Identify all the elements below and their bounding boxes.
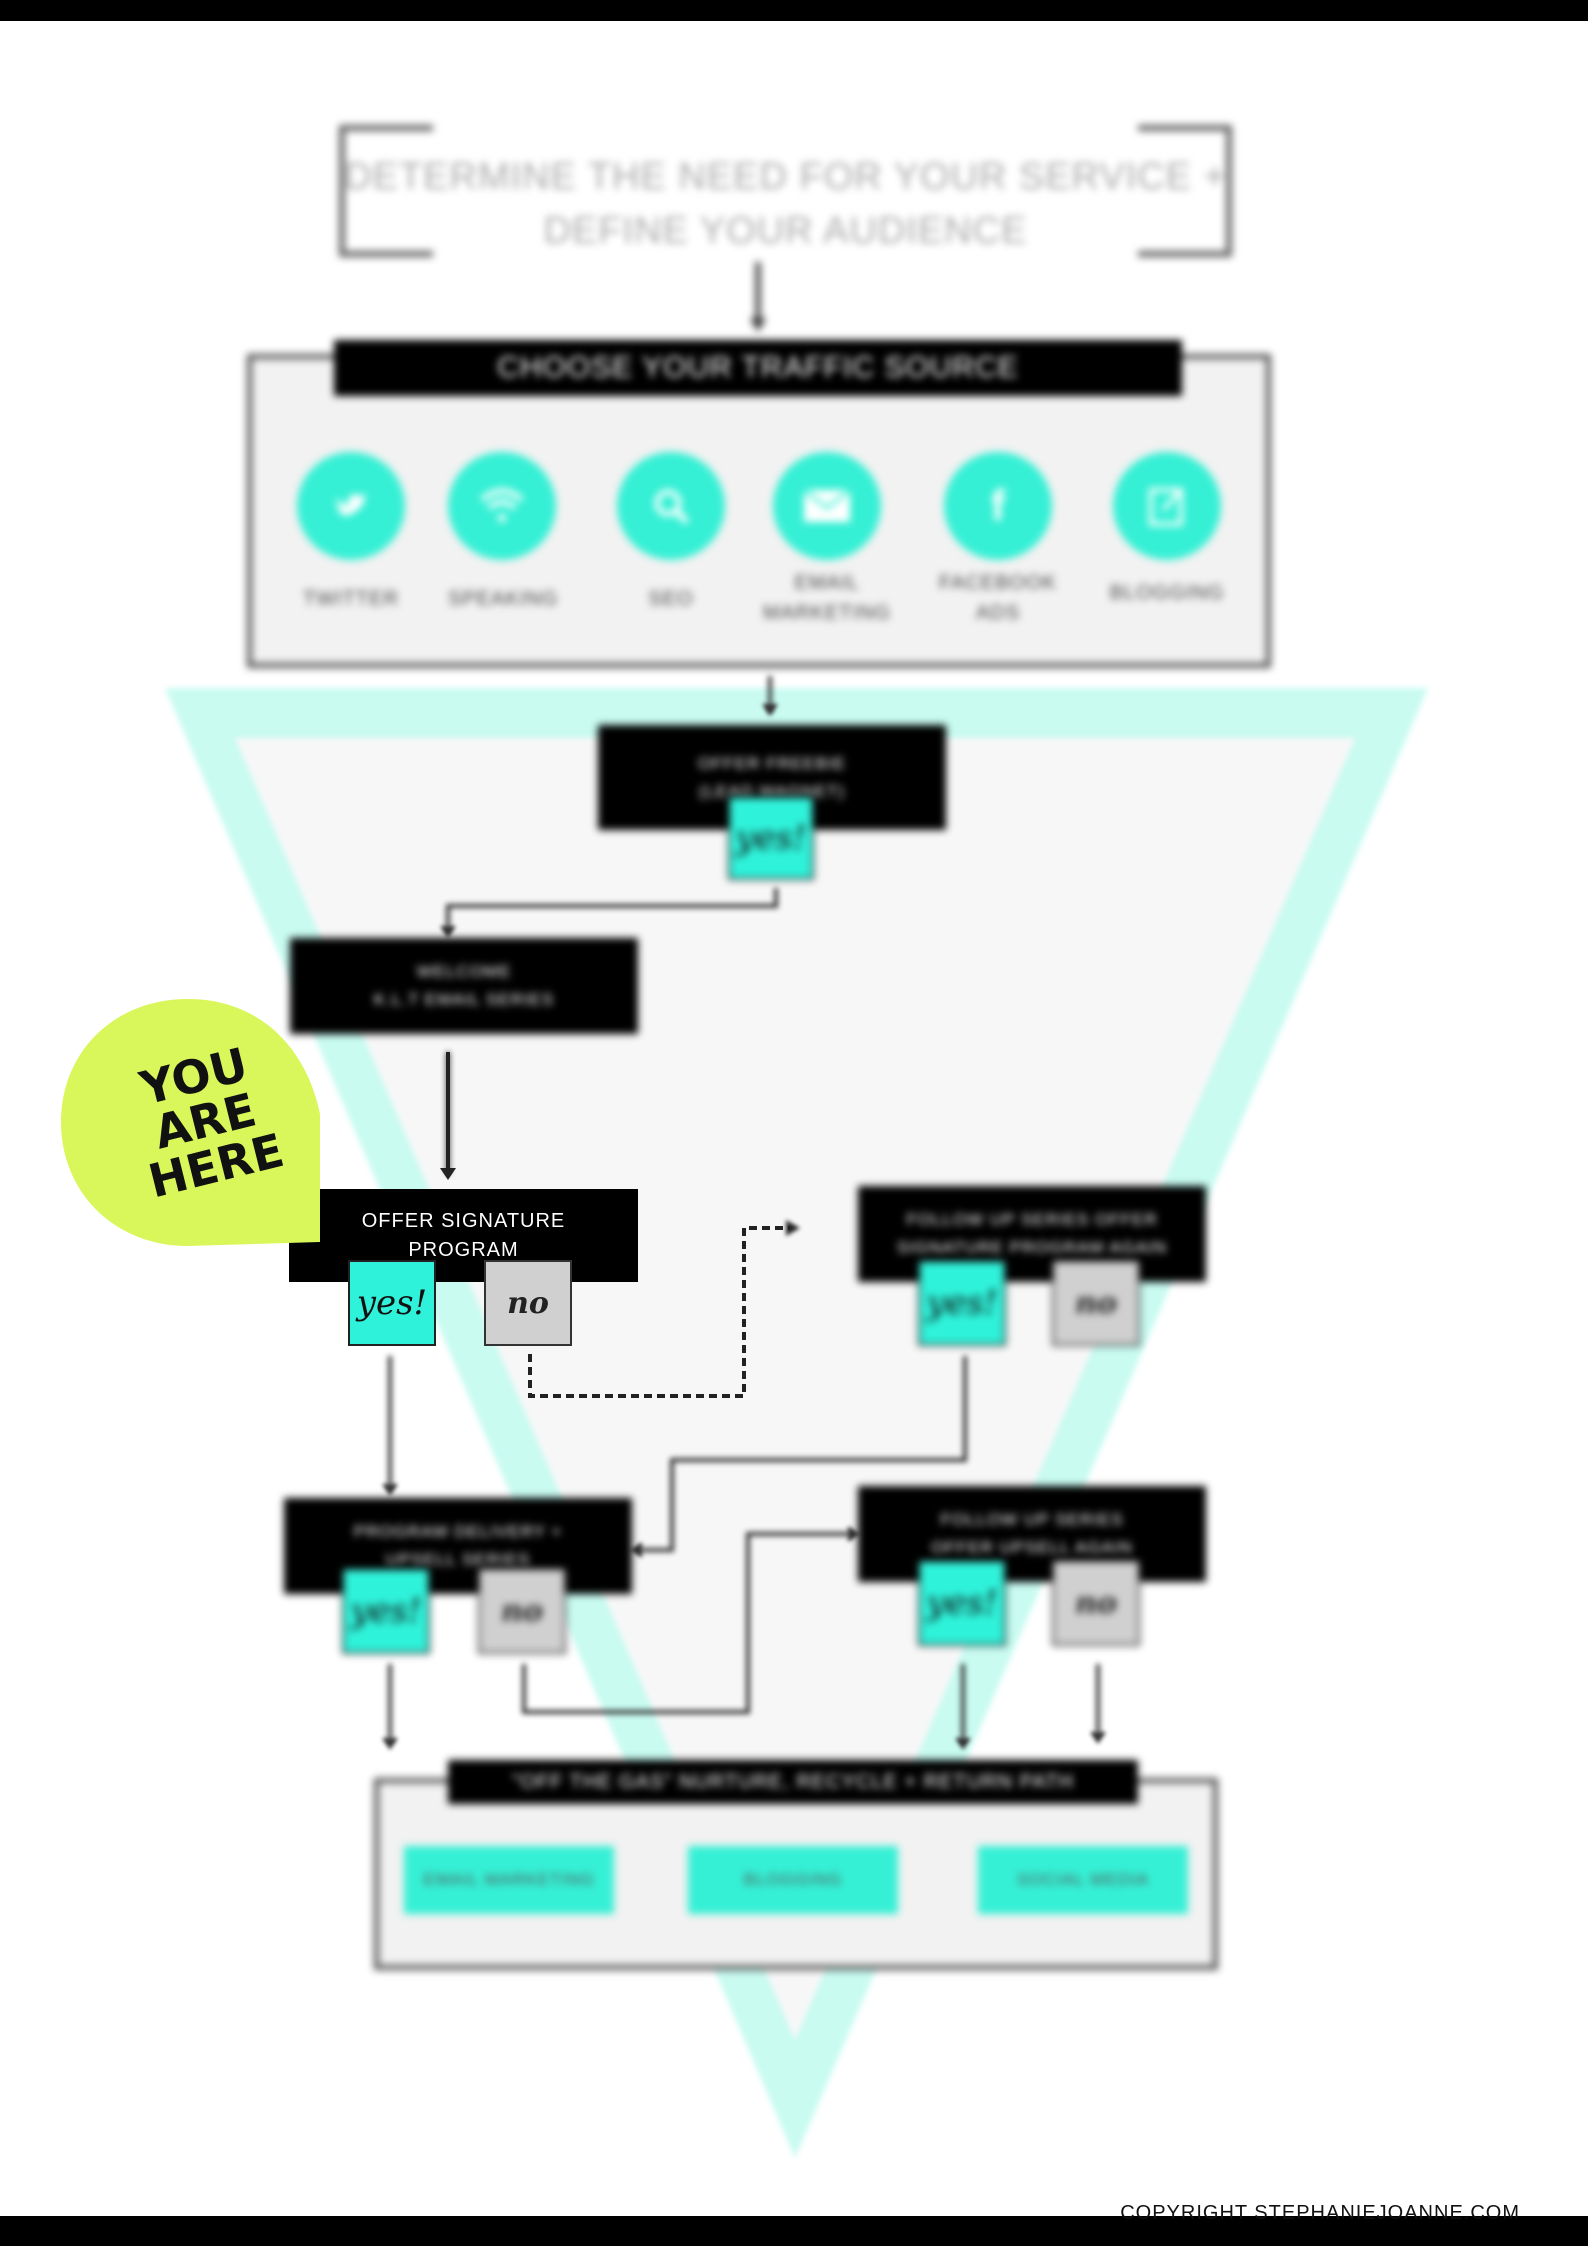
search-icon (617, 452, 725, 560)
traffic-label: BLOGGING (1109, 582, 1225, 604)
freebie-line1: OFFER FREEBIE (697, 753, 847, 773)
wifi-icon (448, 452, 556, 560)
traffic-label: FACEBOOK ADS (938, 572, 1058, 624)
mail-icon (773, 452, 881, 560)
signature-line2: PROGRAM (408, 1238, 519, 1261)
traffic-seo: SEO (617, 452, 725, 614)
followup-signature-line2: SIGNATURE PROGRAM AGAIN (896, 1238, 1168, 1257)
welcome-line2: K.L.T EMAIL SERIES (373, 990, 555, 1009)
you-are-here-badge (61, 999, 320, 1246)
traffic-label: EMAIL MARKETING (763, 572, 891, 624)
nurture-title: "OFF THE GAS" NURTURE, RECYCLE + RETURN … (448, 1760, 1138, 1804)
traffic-label: TWITTER (303, 588, 399, 610)
followup-upsell-no-button[interactable]: no (1052, 1560, 1140, 1646)
delivery-line2: UPSELL SERIES (385, 1550, 531, 1569)
nurture-email-marketing: EMAIL MARKETING (404, 1846, 614, 1914)
followup-signature-no-button[interactable]: no (1052, 1260, 1140, 1346)
traffic-blogging: BLOGGING (1110, 452, 1237, 608)
traffic-email-marketing: EMAIL MARKETING (763, 452, 897, 628)
signature-yes-button[interactable]: yes! (348, 1260, 436, 1346)
signature-no-button[interactable]: no (484, 1260, 572, 1346)
notepad-icon (1113, 452, 1221, 560)
facebook-icon: f (944, 452, 1052, 560)
offer-signature-box: OFFER SIGNATURE PROGRAM (289, 1189, 638, 1282)
twitter-icon (297, 452, 405, 560)
delivery-line1: PROGRAM DELIVERY + (353, 1522, 563, 1541)
delivery-no-button[interactable]: no (478, 1568, 566, 1654)
traffic-label: SEO (648, 588, 694, 610)
followup-signature-line1: FOLLOW UP SERIES OFFER (906, 1210, 1158, 1229)
nurture-social-media: SOCIAL MEDIA (978, 1846, 1188, 1914)
arrow-audience-to-traffic (750, 262, 766, 332)
followup-upsell-line1: FOLLOW UP SERIES (940, 1510, 1124, 1529)
welcome-series-box: WELCOME K.L.T EMAIL SERIES (290, 938, 638, 1034)
followup-upsell-yes-button[interactable]: yes! (918, 1560, 1006, 1646)
audience-title-line1: DETERMINE THE NEED FOR YOUR SERVICE + (344, 156, 1227, 198)
followup-upsell-box: FOLLOW UP SERIES OFFER UPSELL AGAIN (858, 1486, 1206, 1582)
nurture-blogging: BLOGGING (688, 1846, 898, 1914)
audience-box: DETERMINE THE NEED FOR YOUR SERVICE + DE… (338, 124, 1233, 258)
followup-signature-box: FOLLOW UP SERIES OFFER SIGNATURE PROGRAM… (858, 1186, 1206, 1282)
followup-signature-yes-button[interactable]: yes! (918, 1260, 1006, 1346)
program-delivery-box: PROGRAM DELIVERY + UPSELL SERIES (284, 1498, 632, 1594)
traffic-speaking: SPEAKING (448, 452, 559, 614)
followup-upsell-line2: OFFER UPSELL AGAIN (931, 1538, 1133, 1557)
top-border-bar (0, 0, 1588, 21)
freebie-yes-button[interactable]: yes! (728, 796, 814, 880)
bottom-border-bar (0, 2216, 1588, 2246)
freebie-line2: (LEAD MAGNET) (698, 781, 846, 801)
copyright-text: COPYRIGHT STEPHANIEJOANNE.COM (1120, 2202, 1520, 2224)
traffic-facebook-ads: f FACEBOOK ADS (939, 452, 1068, 628)
audience-title-line2: DEFINE YOUR AUDIENCE (543, 210, 1028, 252)
traffic-source-title: CHOOSE YOUR TRAFFIC SOURCE (334, 340, 1182, 396)
delivery-yes-button[interactable]: yes! (342, 1568, 430, 1654)
signature-line1: OFFER SIGNATURE (361, 1209, 566, 1232)
traffic-twitter: TWITTER (297, 452, 405, 614)
traffic-label: SPEAKING (448, 588, 559, 610)
welcome-line1: WELCOME (416, 962, 512, 981)
traffic-source-panel (247, 354, 1271, 668)
